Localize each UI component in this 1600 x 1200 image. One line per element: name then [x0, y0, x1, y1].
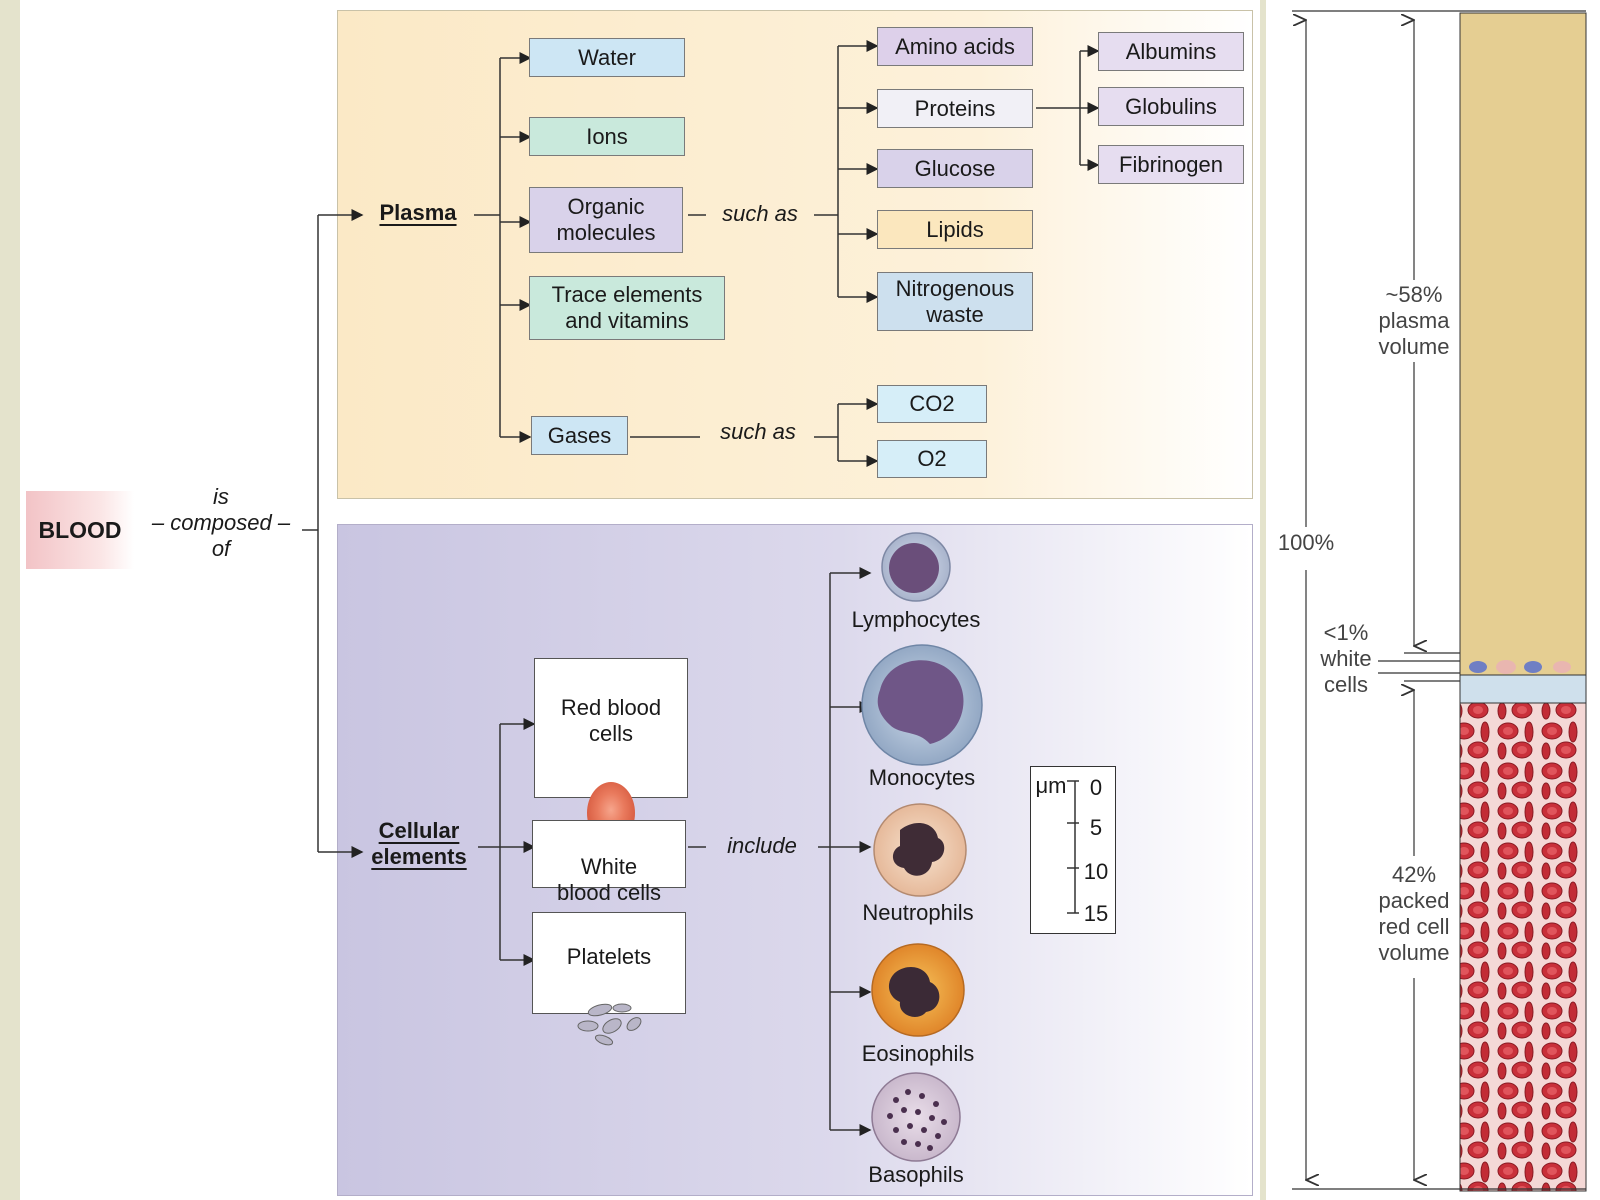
gases-such-as-label: such as [720, 419, 796, 444]
red-blood-cells-label: Red blood cells [560, 695, 662, 746]
scale-tick-15: 15 [1083, 901, 1109, 926]
plasma-volume-label: ~58% plasma volume [1378, 282, 1450, 359]
fibrinogen-box: Fibrinogen [1098, 145, 1244, 184]
neutrophils-label: Neutrophils [862, 900, 974, 925]
organic-molecules-box: Organic molecules [529, 187, 683, 253]
monocyte-icon [861, 644, 983, 766]
white-blood-cells-card: White blood cells [532, 820, 686, 905]
plasma-layer [1459, 12, 1587, 676]
basophils-label: Basophils [868, 1162, 964, 1187]
monocytes-label: Monocytes [868, 765, 976, 790]
glucose-box: Glucose [877, 149, 1033, 188]
plasma-heading: Plasma [379, 200, 457, 225]
nitrogenous-waste-box: Nitrogenous waste [877, 272, 1033, 331]
neutrophil-icon [873, 803, 967, 897]
blood-label: BLOOD [38, 516, 122, 543]
micrometer-scale: μm 0 5 10 15 [1030, 766, 1116, 934]
white-blood-cells-label: White blood cells [557, 854, 661, 905]
co2-box: CO2 [877, 385, 987, 423]
white-cells-label: <1% white cells [1320, 620, 1372, 697]
platelets-icon [577, 1003, 642, 1046]
white-cell-layer [1459, 674, 1587, 704]
platelets-label: Platelets [566, 944, 652, 969]
organic-such-as-label: such as [722, 201, 798, 226]
basophil-icon [871, 1072, 961, 1162]
lipids-box: Lipids [877, 210, 1033, 249]
total-volume-label: 100% [1277, 530, 1335, 555]
trace-elements-box: Trace elements and vitamins [529, 276, 725, 340]
red-cell-layer [1459, 702, 1587, 1192]
platelets-card: Platelets [532, 912, 686, 1046]
water-box: Water [529, 38, 685, 77]
proteins-box: Proteins [877, 89, 1033, 128]
blood-box: BLOOD [26, 491, 134, 569]
scale-ticks [1067, 780, 1079, 914]
gases-box: Gases [531, 416, 628, 455]
red-cell-volume-label: 42% packed red cell volume [1378, 862, 1450, 965]
composed-of-label: is – composed – of [151, 484, 291, 561]
scale-unit: μm [1035, 773, 1067, 798]
scale-tick-10: 10 [1083, 859, 1109, 884]
scale-tick-0: 0 [1089, 775, 1103, 800]
ions-box: Ions [529, 117, 685, 156]
albumins-box: Albumins [1098, 32, 1244, 71]
lymphocyte-icon [881, 532, 951, 602]
lymphocytes-label: Lymphocytes [851, 607, 981, 632]
eosinophil-icon [871, 943, 965, 1037]
amino-acids-box: Amino acids [877, 27, 1033, 66]
scale-tick-5: 5 [1089, 815, 1103, 840]
o2-box: O2 [877, 440, 987, 478]
eosinophils-label: Eosinophils [861, 1041, 975, 1066]
globulins-box: Globulins [1098, 87, 1244, 126]
cellular-elements-heading: Cellular elements [371, 818, 467, 869]
include-label: include [727, 833, 797, 858]
